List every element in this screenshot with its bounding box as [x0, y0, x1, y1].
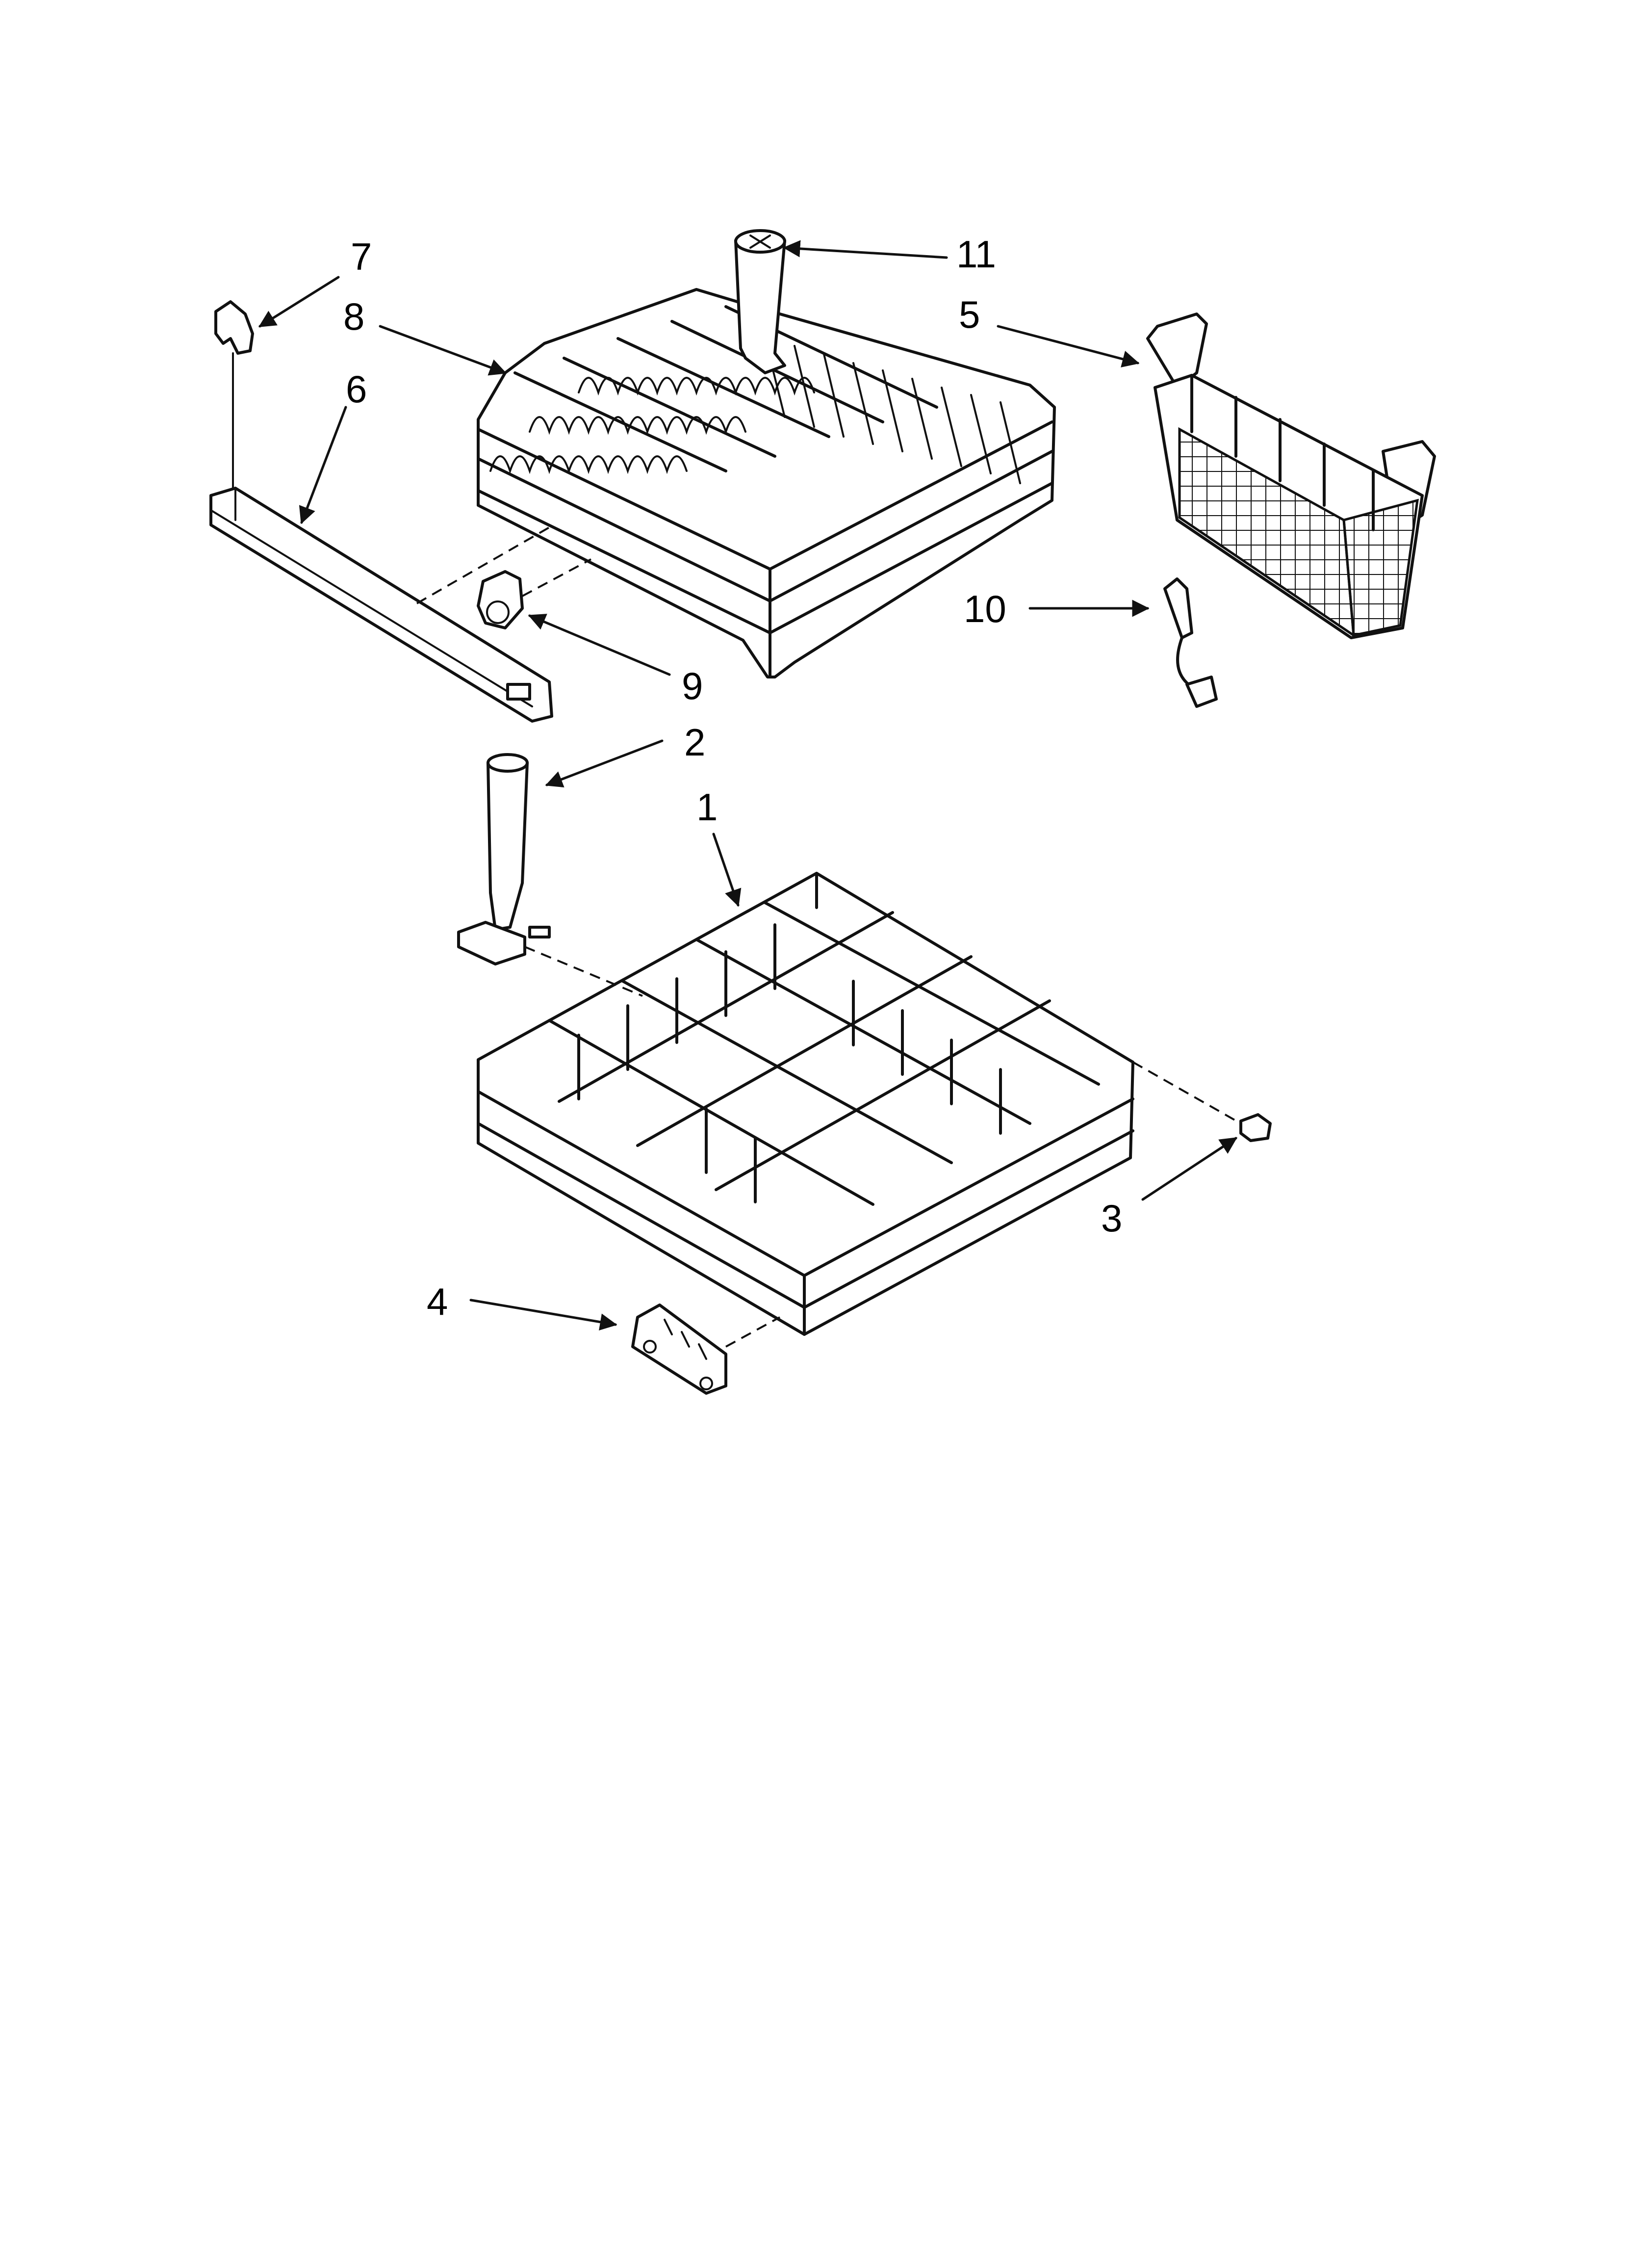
part-10-harness [1163, 577, 1218, 708]
leader-7 [258, 276, 340, 328]
callout-1: 1 [696, 785, 718, 829]
leader-4 [469, 1299, 617, 1330]
leader-2 [545, 739, 664, 788]
leader-1 [712, 833, 742, 907]
callout-6: 6 [346, 367, 367, 411]
part-2-lower-tower [457, 753, 551, 965]
part-1-lower-rack [477, 872, 1134, 1336]
callout-11: 11 [956, 233, 996, 276]
callout-8: 8 [343, 295, 364, 338]
part-6-rail [209, 487, 553, 723]
callout-10: 10 [964, 587, 1006, 630]
leader-6 [299, 406, 347, 524]
callout-5: 5 [959, 293, 980, 336]
part-7-clip [214, 300, 254, 496]
leader-5 [997, 325, 1140, 367]
part-8-upper-rack [477, 288, 1056, 678]
assembly-line-wheel [1132, 1061, 1241, 1124]
leader-3 [1141, 1137, 1237, 1201]
leader-8 [379, 325, 507, 376]
assembly-line-stop [522, 558, 591, 597]
part-9-stop [477, 570, 524, 629]
callout-4: 4 [427, 1280, 448, 1323]
callout-2: 2 [684, 721, 705, 764]
callout-3: 3 [1101, 1197, 1122, 1240]
leader-11 [783, 240, 948, 259]
part-3-wheel [1239, 1113, 1272, 1142]
assembly-line-tower [524, 946, 643, 997]
callout-9: 9 [682, 664, 703, 707]
part-5-basket [1146, 313, 1436, 639]
part-4-roller-bracket [631, 1303, 727, 1395]
part-11-tower [734, 229, 786, 374]
assembly-line-bracket [725, 1316, 780, 1348]
callout-7: 7 [351, 235, 372, 278]
leader-9 [528, 614, 671, 676]
assembly-line-rail [416, 526, 550, 604]
